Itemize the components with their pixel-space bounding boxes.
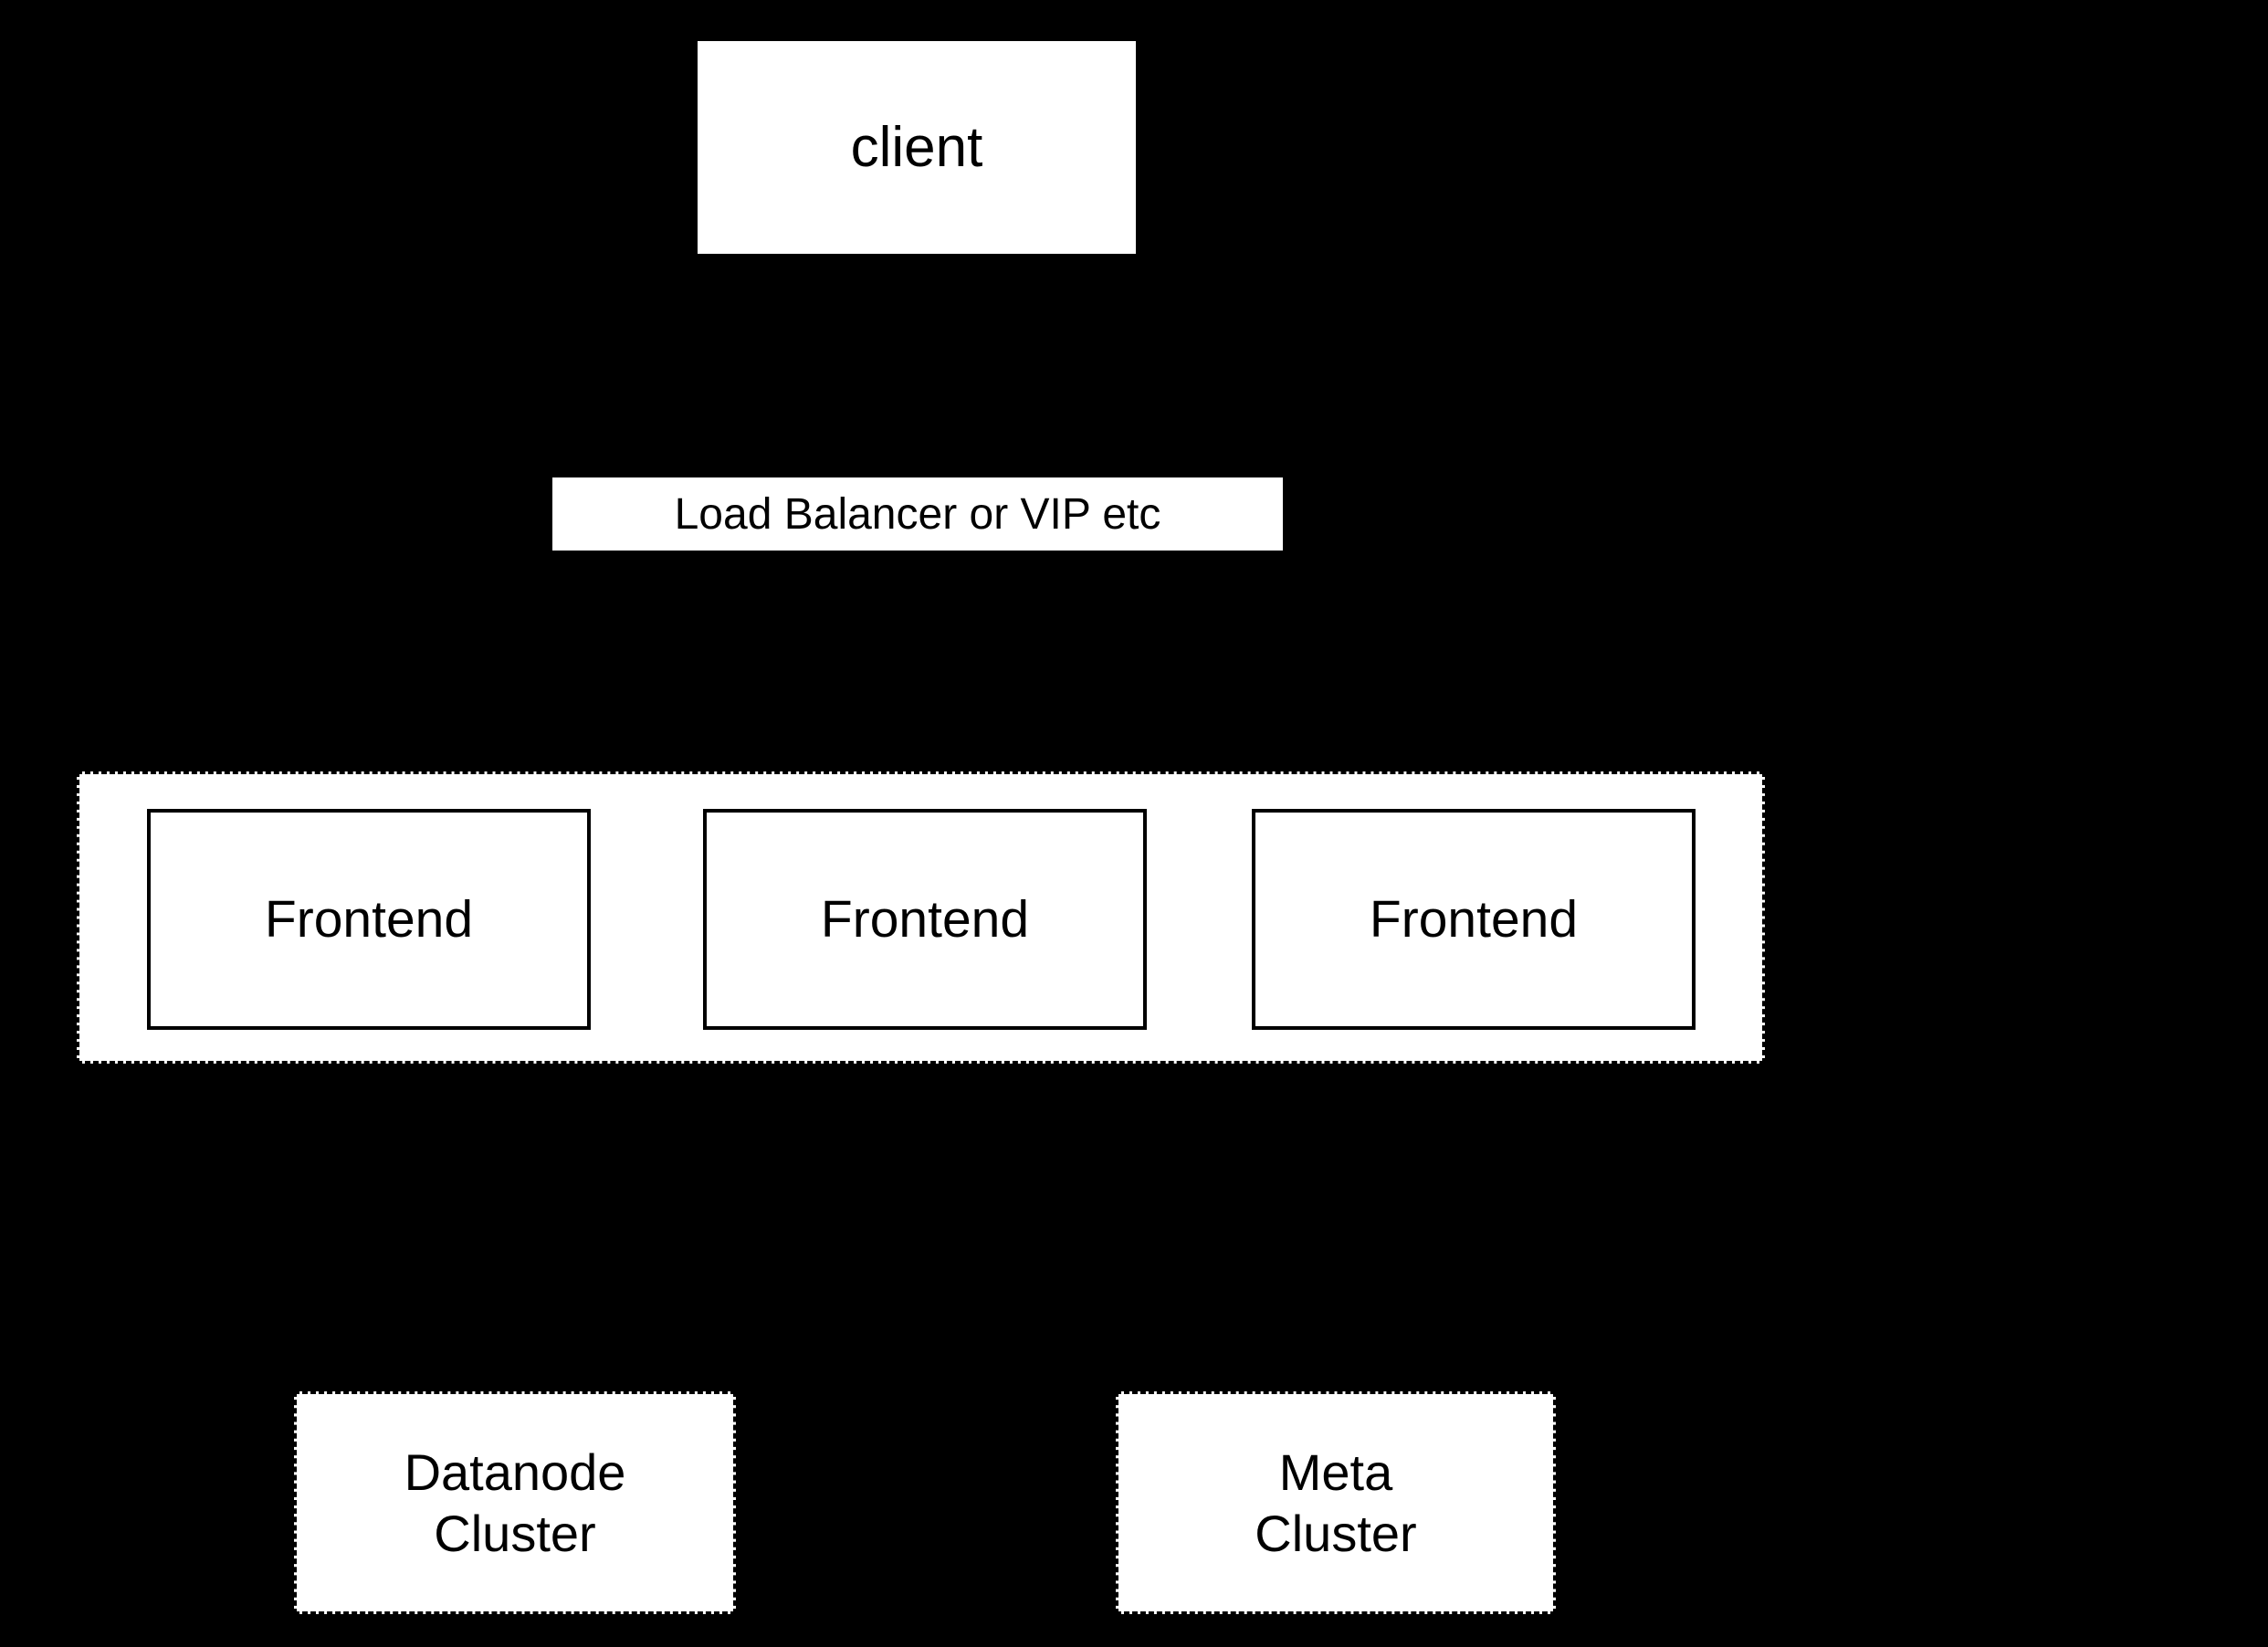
frontend-node-1-label: Frontend [264,890,474,949]
load-balancer-node: Load Balancer or VIP etc [552,477,1283,551]
client-node-label: client [850,116,983,179]
datanode-cluster-node: Datanode Cluster [294,1391,736,1614]
frontend-node-2: Frontend [703,809,1147,1030]
meta-cluster-label-line2: Cluster [1255,1505,1417,1562]
frontend-node-2-label: Frontend [820,890,1030,949]
frontend-node-3-label: Frontend [1369,890,1579,949]
frontend-node-3: Frontend [1252,809,1696,1030]
datanode-cluster-label-line1: Datanode [404,1442,626,1501]
frontend-node-1: Frontend [147,809,591,1030]
meta-cluster-node: Meta Cluster [1116,1391,1556,1614]
load-balancer-node-label: Load Balancer or VIP etc [674,489,1161,539]
frontend-group-container: Frontend Frontend Frontend [77,771,1765,1064]
meta-cluster-label-line1: Meta [1278,1442,1393,1501]
datanode-cluster-label-line2: Cluster [434,1505,596,1562]
client-node: client [698,41,1136,254]
